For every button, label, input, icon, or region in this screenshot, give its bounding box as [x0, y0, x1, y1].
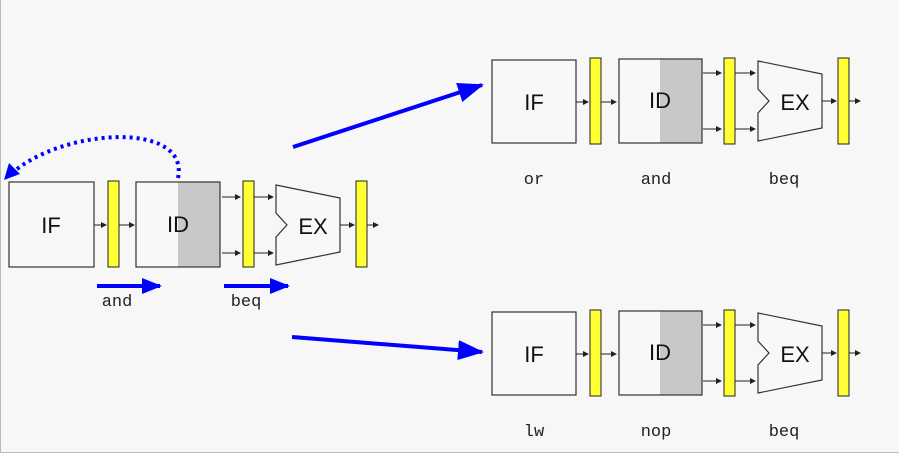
pipeline-register-if-id [589, 309, 602, 397]
id-stage-label: ID [167, 212, 189, 237]
feedback-arrow-head [4, 163, 20, 180]
current-pipeline: IF ID EX and beq [4, 135, 379, 312]
ex-stage-label: EX [780, 90, 810, 115]
ex-stage-label: EX [298, 214, 328, 239]
branch-not-taken-arrow [291, 335, 484, 361]
if-stage-box [491, 311, 577, 396]
branch-taken-arrow [292, 82, 484, 149]
pipeline-register-id-ex [723, 57, 736, 145]
if-stage-box [8, 181, 95, 268]
instr-label-id: nop [641, 423, 672, 442]
id-stage-shade [178, 182, 220, 267]
id-stage-white [136, 182, 178, 267]
feedback-dotted-arrow [8, 135, 181, 179]
id-stage-shade [660, 311, 702, 395]
pipeline-register-id-ex [723, 309, 736, 397]
if-stage-label: IF [524, 342, 544, 367]
pipeline-register-ex-mem [355, 180, 368, 268]
ex-alu-shape [275, 184, 341, 266]
id-stage-shade [660, 59, 702, 143]
if-stage-box [491, 59, 577, 144]
pipeline-register-ex-mem [837, 309, 850, 397]
if-stage-label: IF [524, 90, 544, 115]
instr-label-if: lw [524, 423, 545, 442]
id-stage-label: ID [649, 340, 671, 365]
ex-stage-label: EX [780, 342, 810, 367]
pipeline-register-ex-mem [837, 57, 850, 145]
pipeline-register-if-id [107, 180, 120, 268]
instr-label-ex: beq [769, 423, 800, 442]
instr-label-if: or [524, 171, 544, 190]
id-stage-box [135, 181, 221, 268]
if-stage-label: IF [41, 213, 61, 238]
id-stage-box [618, 310, 703, 396]
not-taken-pipeline: IF ID EX lw nop beq [491, 309, 861, 442]
pipeline-register-if-id [589, 57, 602, 145]
id-stage-box [618, 58, 703, 144]
instr-label-ex: beq [231, 293, 262, 312]
id-stage-label: ID [649, 88, 671, 113]
ex-alu-shape [757, 312, 823, 394]
pipeline-register-id-ex [242, 180, 255, 268]
instr-label-id: and [641, 171, 672, 190]
instr-label-ex: beq [769, 171, 800, 190]
id-stage-white [619, 311, 660, 395]
taken-pipeline: IF ID EX or and beq [491, 57, 861, 190]
ex-alu-shape [757, 60, 823, 142]
id-stage-white [619, 59, 660, 143]
instr-label-id: and [102, 293, 133, 312]
